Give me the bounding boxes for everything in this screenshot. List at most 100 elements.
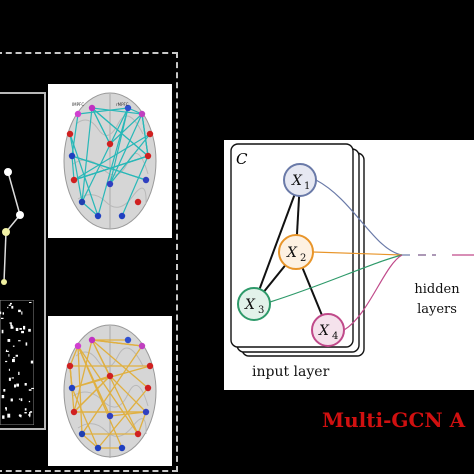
- noise-speck: [29, 411, 31, 416]
- connection-line: [81, 201, 99, 217]
- brain-node: [94, 444, 102, 452]
- connection-line: [137, 411, 147, 435]
- noise-speck: [11, 377, 14, 379]
- noise-speck: [8, 368, 10, 371]
- svg-text:4: 4: [332, 331, 338, 342]
- connection-line: [71, 113, 79, 157]
- connection-line: [81, 345, 143, 435]
- hidden-layers-label: hidden layers: [400, 280, 474, 320]
- noise-speck: [15, 327, 19, 331]
- svg-text:X: X: [318, 323, 330, 339]
- connection-line: [97, 387, 149, 449]
- noise-speck: [8, 377, 11, 381]
- noise-speck: [7, 413, 11, 418]
- connection-line: [81, 433, 99, 449]
- brain-node: [78, 198, 86, 206]
- noise-speck: [20, 398, 23, 402]
- brain-node: [66, 362, 74, 370]
- brain-node: [78, 430, 86, 438]
- input-layer-label: input layer: [252, 364, 330, 380]
- connection-line: [77, 107, 129, 115]
- noise-speck: [31, 387, 34, 389]
- noise-speck: [1, 329, 4, 334]
- noise-speck: [28, 389, 32, 391]
- brain-node: [144, 152, 152, 160]
- brain-node: [142, 408, 150, 416]
- noise-speck: [20, 415, 22, 418]
- connection-line: [121, 155, 149, 217]
- brain-node: [68, 152, 76, 160]
- connection-line: [141, 113, 149, 157]
- brain-node: [74, 110, 82, 118]
- noise-speck: [10, 322, 12, 326]
- panel-c-letter: C: [236, 150, 248, 168]
- noise-speck: [30, 360, 34, 364]
- noise-speck: [0, 311, 2, 315]
- brain-node: [66, 130, 74, 138]
- noise-speck: [13, 357, 16, 359]
- noise-speck: [18, 340, 21, 342]
- brain-node: [70, 176, 78, 184]
- noise-speck: [5, 350, 9, 352]
- noise-speck: [5, 407, 7, 410]
- brain-node: [70, 408, 78, 416]
- noise-speck: [21, 330, 24, 334]
- noise-speck: [12, 345, 15, 347]
- brain-node: [138, 342, 146, 350]
- brain-gold-svg: [63, 324, 157, 458]
- noise-speck: [14, 384, 16, 388]
- connection-line: [91, 107, 143, 115]
- noise-speck: [28, 328, 31, 332]
- figure-title: Multi-GCN A: [322, 408, 466, 432]
- panel-c-diagram: X 1 X 2 X 3 X 4 C: [230, 143, 474, 357]
- svg-text:X: X: [244, 297, 256, 313]
- brain-cyan-svg: IMPFC rMPFC: [63, 92, 157, 230]
- noise-speck: [18, 309, 21, 313]
- noise-speck: [10, 398, 13, 402]
- brain-node: [142, 176, 150, 184]
- noise-speck: [11, 305, 14, 309]
- connection-line: [109, 411, 147, 417]
- connection-line: [69, 345, 79, 367]
- brain-node: [144, 384, 152, 392]
- brain1-label-a: IMPFC: [72, 102, 84, 107]
- noise-speck: [7, 306, 9, 309]
- noise-speck: [3, 389, 6, 392]
- brain-node: [106, 412, 114, 420]
- connection-line: [91, 107, 111, 145]
- connection-line: [91, 339, 149, 389]
- connection-line: [81, 107, 129, 203]
- svg-text:X: X: [291, 173, 303, 189]
- noise-speck: [5, 407, 7, 411]
- noise-speck: [15, 354, 18, 357]
- brain-node: [74, 342, 82, 350]
- connection-line: [77, 345, 123, 449]
- brain-node: [146, 362, 154, 370]
- left-graph-fragment: [1, 168, 24, 285]
- noise-speck: [7, 339, 11, 342]
- brain-network-gold: [48, 316, 172, 466]
- noise-speck: [29, 302, 32, 303]
- brain-node: [124, 104, 132, 112]
- svg-text:1: 1: [304, 181, 310, 192]
- svg-text:2: 2: [300, 253, 306, 264]
- connection-line: [109, 113, 143, 145]
- noise-speck: [10, 302, 12, 305]
- connection-line: [73, 339, 93, 413]
- noise-speck: [12, 358, 15, 363]
- noise-speck: [18, 398, 21, 400]
- node-x1: X 1: [283, 163, 317, 197]
- connection-line: [73, 133, 151, 181]
- brain-node: [106, 180, 114, 188]
- noise-speck: [24, 408, 27, 411]
- noise-speck: [21, 311, 23, 315]
- noise-speck: [28, 414, 30, 416]
- connection-line: [81, 107, 93, 203]
- noise-speck: [10, 324, 13, 329]
- brain-node: [106, 140, 114, 148]
- noise-speck: [8, 354, 10, 357]
- noise-speck: [24, 383, 27, 386]
- node-x2: X 2: [278, 234, 314, 270]
- connection-line: [69, 133, 83, 203]
- connection-line: [71, 155, 147, 181]
